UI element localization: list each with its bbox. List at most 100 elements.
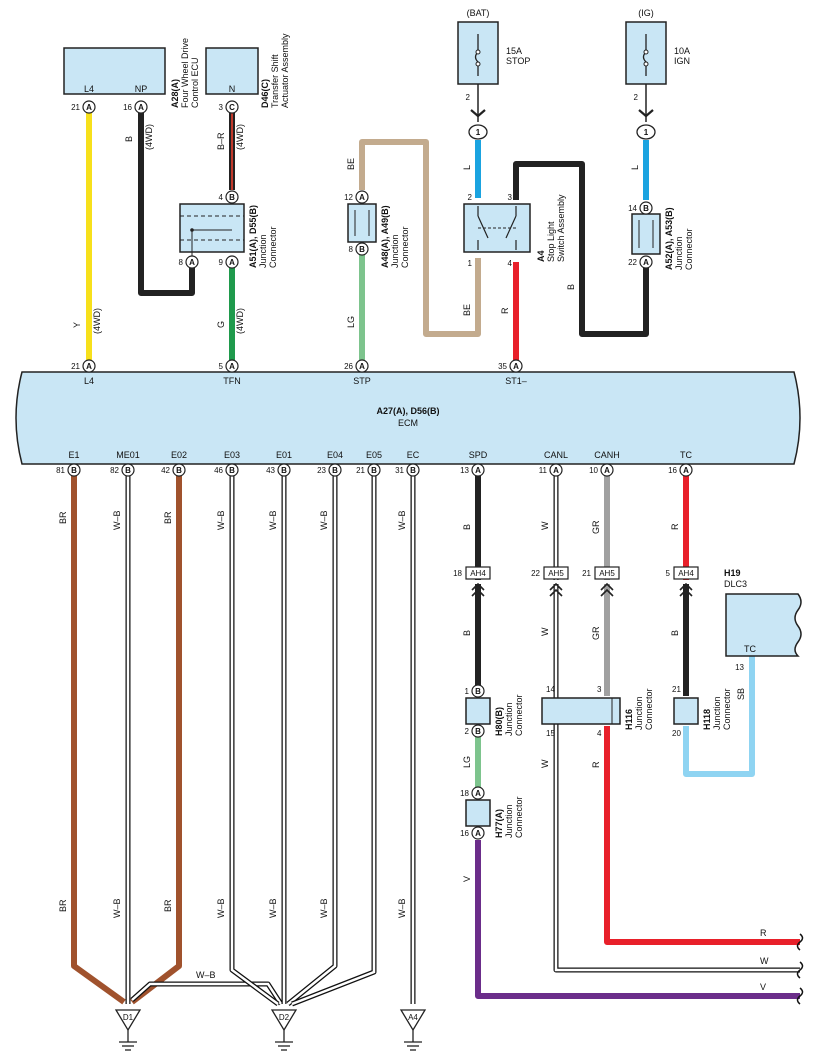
svg-text:B: B xyxy=(176,466,182,475)
svg-text:CANL: CANL xyxy=(544,450,568,460)
wire-violet-v xyxy=(475,840,800,999)
d46-actuator-box xyxy=(205,47,259,95)
h118-code: H118 xyxy=(702,709,712,730)
svg-text:A4: A4 xyxy=(408,1013,418,1022)
label-b-spd: B xyxy=(462,524,472,530)
wire-brown-e1 xyxy=(71,476,126,1005)
fuse-ign-name: IGN xyxy=(674,56,690,66)
svg-text:8: 8 xyxy=(179,258,184,267)
svg-text:14: 14 xyxy=(628,204,637,213)
h80-line2: Connector xyxy=(514,694,524,736)
svg-text:8: 8 xyxy=(349,245,354,254)
label-y: Y xyxy=(72,322,82,328)
label-b-r: B–R xyxy=(216,132,226,150)
a52-code: A52(A), A53(B) xyxy=(664,207,674,270)
fuse-stop-pin: 2 xyxy=(466,93,471,102)
svg-text:B: B xyxy=(229,466,235,475)
ecm-top-pin-l4: A 21 L4 xyxy=(71,359,96,386)
ecm-top-pin-st1: A 35 ST1– xyxy=(498,359,527,386)
label-w-canl-3: W xyxy=(540,759,550,768)
h77-line1: Junction xyxy=(504,804,514,838)
svg-text:A: A xyxy=(475,789,481,798)
label-lg-h80: LG xyxy=(462,756,472,768)
label-b-spd-2: B xyxy=(462,630,472,636)
svg-text:A: A xyxy=(86,103,92,112)
label-br-e1-low: BR xyxy=(58,899,68,912)
ecm-top-pin-stp: A 26 STP xyxy=(344,359,371,386)
svg-text:AH5: AH5 xyxy=(599,569,615,578)
h118-pin-21: 21 xyxy=(672,685,681,694)
h19-name: DLC3 xyxy=(724,579,747,589)
h80-line1: Junction xyxy=(504,702,514,736)
svg-text:2: 2 xyxy=(465,727,470,736)
ground-a4: A4 xyxy=(399,1009,427,1051)
ecm-bottom-pin-e1: E1 B 81 xyxy=(56,450,81,477)
svg-text:E01: E01 xyxy=(276,450,292,460)
svg-text:10: 10 xyxy=(589,466,598,475)
ah5-connector-canl: AH5 22 xyxy=(531,566,569,597)
svg-text:E1: E1 xyxy=(68,450,79,460)
h118-junction-box xyxy=(673,697,699,725)
wire-black-a4-a52 xyxy=(513,161,649,337)
fuse-ign-connector: 1 xyxy=(636,109,656,140)
label-b-tc: B xyxy=(670,630,680,636)
label-g: G xyxy=(216,321,226,328)
svg-text:22: 22 xyxy=(531,569,540,578)
fuse-stop-dot2 xyxy=(475,61,481,67)
svg-text:35: 35 xyxy=(498,362,507,371)
svg-text:4: 4 xyxy=(219,193,224,202)
fuse-stop-conn-no: 1 xyxy=(476,128,481,137)
svg-text:A: A xyxy=(86,362,92,371)
label-wb-ec-low: W–B xyxy=(397,898,407,918)
a28-pin-16: A 16 xyxy=(123,100,148,114)
a52-line2: Connector xyxy=(684,228,694,270)
svg-text:3: 3 xyxy=(219,103,224,112)
label-gr-canh-2: GR xyxy=(591,626,601,640)
a28-line1: Four Wheel Drive xyxy=(180,38,190,108)
a52-pin-14: B 14 xyxy=(628,201,653,215)
a51-node xyxy=(190,228,194,232)
ecm-bottom-pin-e03: E03 B 46 xyxy=(214,450,240,477)
svg-text:26: 26 xyxy=(344,362,353,371)
label-wb-me01: W–B xyxy=(112,510,122,530)
svg-text:A: A xyxy=(359,362,365,371)
svg-text:E04: E04 xyxy=(327,450,343,460)
ecm-bottom-pin-me01: ME01 B 82 xyxy=(110,450,140,477)
label-4wd-br: (4WD) xyxy=(235,124,245,150)
a4-pin-3: 3 xyxy=(508,193,513,202)
svg-text:22: 22 xyxy=(628,258,637,267)
svg-text:A: A xyxy=(229,362,235,371)
ecm-bottom-pin-canl: CANL A 11 xyxy=(539,450,568,477)
wire-break-marks xyxy=(796,933,804,1005)
svg-text:A: A xyxy=(604,466,610,475)
svg-text:82: 82 xyxy=(110,466,119,475)
label-w-canl: W xyxy=(540,521,550,530)
h116-pin-4: 4 xyxy=(597,729,602,738)
label-sb: SB xyxy=(736,688,746,700)
a51-pin-4: B 4 xyxy=(219,190,239,204)
a4-code: A4 xyxy=(536,250,546,262)
svg-text:A: A xyxy=(513,362,519,371)
d46-line1: Transfer Shift xyxy=(270,54,280,108)
label-w-canl-2: W xyxy=(540,627,550,636)
ecm-bottom-pin-ec: EC B 31 xyxy=(395,450,420,477)
label-be-top: BE xyxy=(346,158,356,170)
label-r-tc: R xyxy=(670,523,680,530)
svg-text:43: 43 xyxy=(266,466,275,475)
a52-junction-box xyxy=(631,213,661,255)
wire-brown-e02 xyxy=(130,476,182,1005)
ah4-connector-tc: AH4 5 xyxy=(666,566,699,597)
a4-pin-2: 2 xyxy=(468,193,473,202)
fuse-ign-dot1 xyxy=(643,49,649,55)
svg-text:B: B xyxy=(475,687,481,696)
svg-text:B: B xyxy=(125,466,131,475)
fuse-stop-name: STOP xyxy=(506,56,530,66)
h116-line2: Connector xyxy=(644,688,654,730)
svg-text:E05: E05 xyxy=(366,450,382,460)
h77-pin-18: A 18 xyxy=(460,786,485,800)
a28-term-np: NP xyxy=(135,84,148,94)
ecm-bottom-pin-canh: CANH A 10 xyxy=(589,450,620,477)
svg-text:ME01: ME01 xyxy=(116,450,140,460)
h116-line1: Junction xyxy=(634,696,644,730)
a4-pin-4: 4 xyxy=(508,259,513,268)
